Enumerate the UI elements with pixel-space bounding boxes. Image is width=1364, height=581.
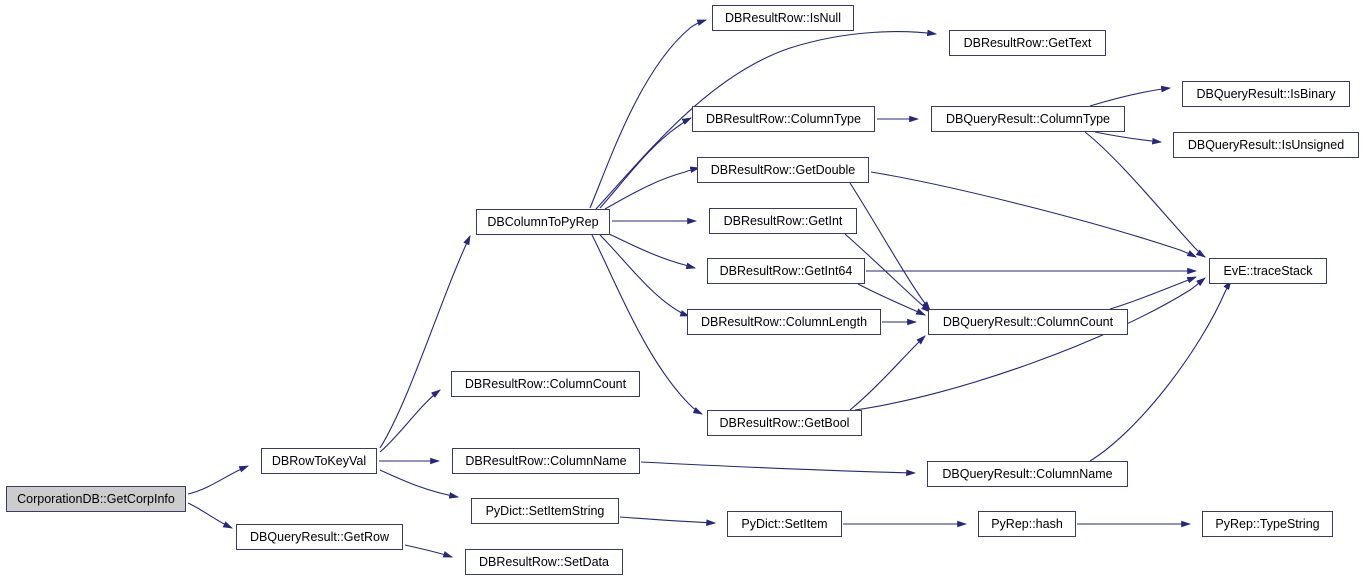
graph-node[interactable]: DBResultRow::GetInt64 <box>707 258 865 284</box>
graph-node[interactable]: DBResultRow::ColumnLength <box>687 309 881 335</box>
graph-node[interactable]: PyDict::SetItemString <box>471 498 619 524</box>
graph-edge <box>379 235 471 449</box>
graph-edge <box>854 277 1206 411</box>
graph-node[interactable]: DBResultRow::ColumnCount <box>451 371 640 397</box>
graph-edge <box>589 19 708 209</box>
graph-node[interactable]: PyRep::TypeString <box>1202 511 1333 537</box>
graph-edge <box>1109 276 1198 310</box>
graph-edge <box>619 516 717 526</box>
graph-node[interactable]: DBQueryResult::IsBinary <box>1182 81 1350 107</box>
graph-edge <box>187 465 250 495</box>
graph-node[interactable]: DBResultRow::ColumnType <box>692 106 875 132</box>
graph-node[interactable]: PyDict::SetItem <box>727 511 842 537</box>
graph-edge <box>1089 280 1232 462</box>
graph-edge <box>849 335 926 411</box>
graph-edge <box>187 502 233 529</box>
graph-edge <box>379 389 441 453</box>
graph-node[interactable]: DBResultRow::GetInt <box>709 208 857 234</box>
graph-node[interactable]: DBRowToKeyVal <box>261 448 377 474</box>
graph-node[interactable]: DBQueryResult::ColumnType <box>931 106 1125 132</box>
graph-edge <box>404 544 454 558</box>
graph-edge <box>599 117 692 209</box>
graph-edge <box>849 182 931 311</box>
graph-edge <box>1089 85 1172 107</box>
graph-node[interactable]: DBResultRow::ColumnName <box>452 448 640 474</box>
graph-node[interactable]: DBResultRow::SetData <box>465 549 623 575</box>
graph-edge <box>599 234 691 317</box>
graph-node[interactable]: DBResultRow::GetDouble <box>697 157 869 183</box>
graph-node[interactable]: DBColumnToPyRep <box>476 209 610 235</box>
graph-node[interactable]: DBQueryResult::ColumnCount <box>928 309 1128 335</box>
graph-edge <box>640 461 917 477</box>
graph-node[interactable]: DBQueryResult::IsUnsigned <box>1173 132 1359 158</box>
graph-node[interactable]: PyRep::hash <box>978 511 1076 537</box>
graph-node[interactable]: DBQueryResult::ColumnName <box>927 461 1128 487</box>
graph-node[interactable]: DBResultRow::GetText <box>949 30 1106 56</box>
graph-edge <box>870 171 1197 258</box>
graph-edge <box>379 469 460 499</box>
graph-edge <box>1094 131 1163 145</box>
graph-node[interactable]: EvE::traceStack <box>1209 258 1327 284</box>
graph-edge <box>606 232 697 270</box>
graph-node[interactable]: DBResultRow::IsNull <box>712 5 854 31</box>
graph-node[interactable]: DBQueryResult::GetRow <box>236 524 403 550</box>
graph-edge <box>604 166 701 210</box>
graph-node[interactable]: CorporationDB::GetCorpInfo <box>6 486 186 512</box>
graph-node[interactable]: DBResultRow::GetBool <box>707 410 862 436</box>
